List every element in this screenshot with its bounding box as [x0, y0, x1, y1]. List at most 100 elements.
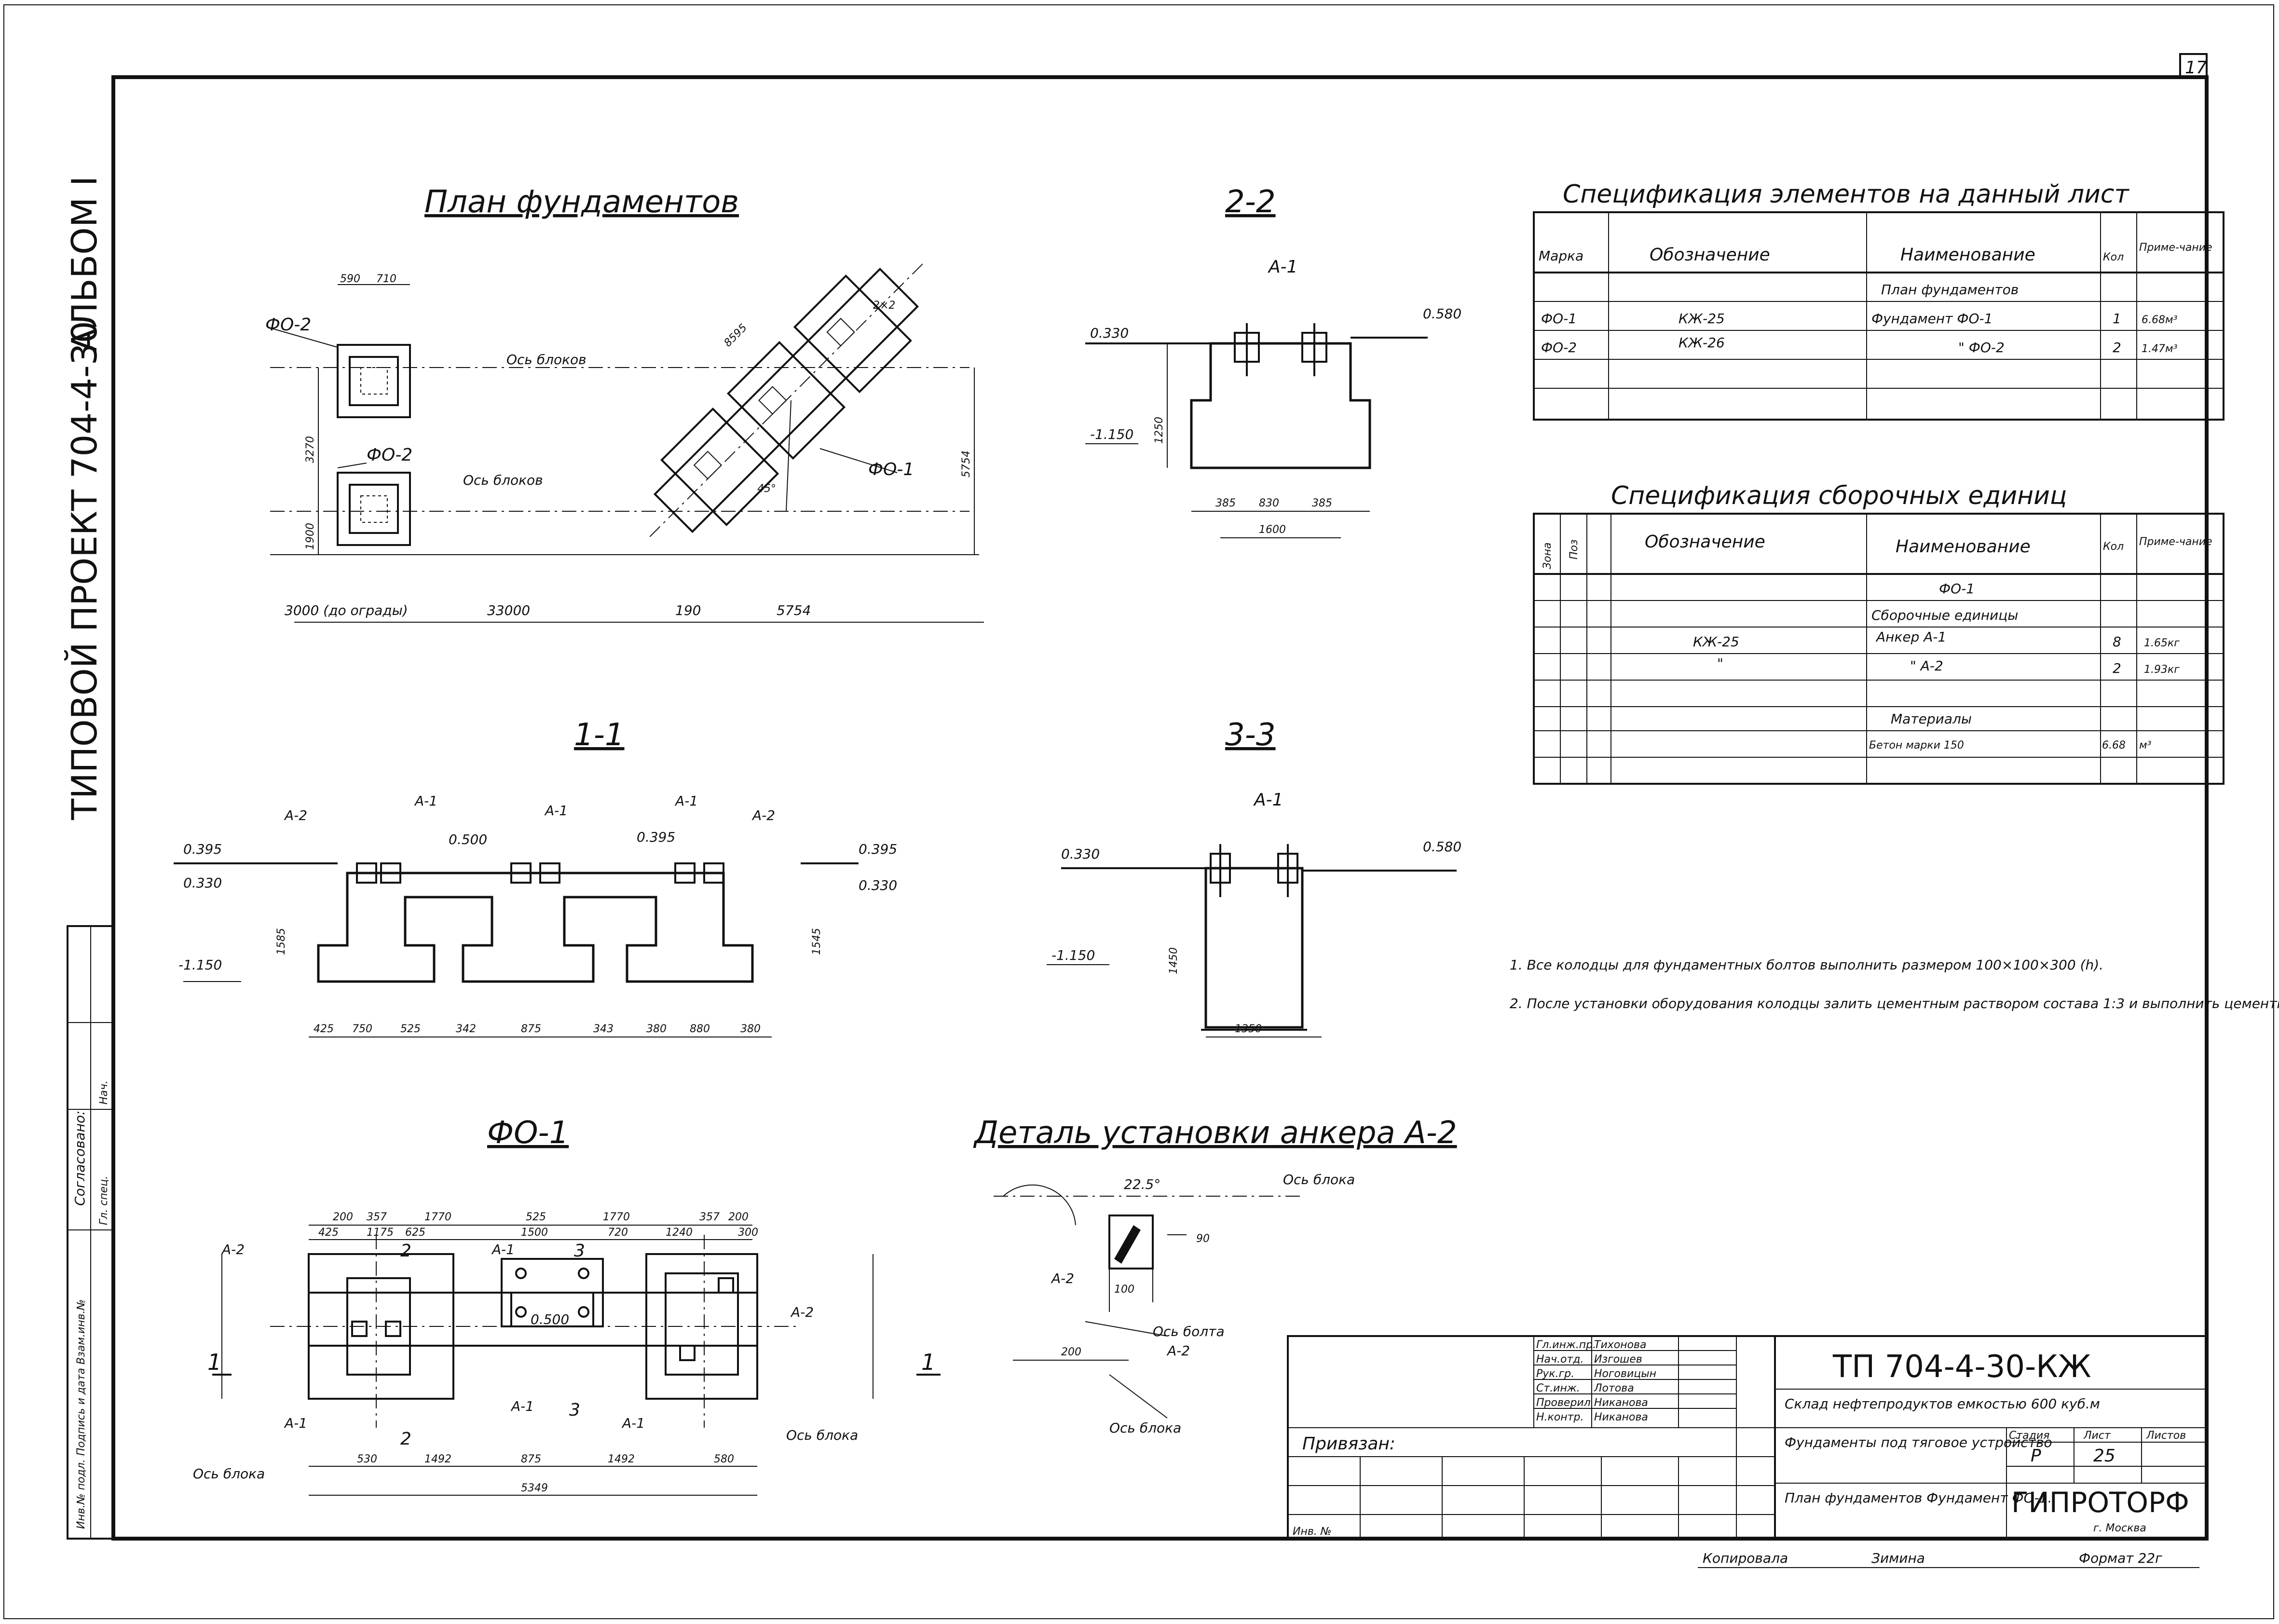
plan-dim-5754: 5754: [777, 602, 811, 618]
s11-dim-5: 875: [521, 1023, 541, 1035]
spec2-h-pos: Поз: [1568, 539, 1580, 560]
tb-person-role-2: Нач.отд.: [1536, 1353, 1584, 1365]
plan-axis-label-2: Ось блоков: [463, 472, 543, 488]
fo1-top-dim-6: 357: [699, 1211, 720, 1223]
detail-angle: 22.5°: [1124, 1176, 1160, 1192]
spec2-r2-designation: КЖ-25: [1693, 634, 1739, 650]
s11-level-0330-right: 0.330: [859, 877, 897, 893]
spec1-h-note: Приме-чание: [2139, 242, 2212, 254]
s11-dim-8: 880: [690, 1023, 710, 1035]
s22-dim-3: 385: [1312, 497, 1332, 509]
fo1-bottom-dim-2: 1492: [424, 1453, 451, 1465]
plan-fo2-bottom-label: ФО-2: [367, 445, 412, 465]
s22-level-left: 0.330: [1090, 325, 1129, 341]
spec2-h-designation: Обозначение: [1645, 532, 1765, 552]
spec2-r3-qty: 2: [2113, 660, 2121, 676]
spec1-r2-note: 1.47м³: [2142, 343, 2178, 355]
plan-dim-5754-vertical: 5754: [960, 450, 972, 478]
fo1-a2-right: А-2: [790, 1304, 814, 1320]
spec1-r1-qty: 1: [2113, 311, 2121, 327]
s33-dim-total: 1350: [1235, 1023, 1262, 1035]
plan-foundations: [270, 263, 984, 623]
spec1-r2-qty: 2: [2113, 340, 2121, 355]
plan-dim-190: 190: [675, 602, 701, 618]
section-1-1: [174, 862, 859, 1037]
s11-height-1: 1585: [275, 928, 287, 955]
side-title-project: ПРОЕКТ 704-4-30: [64, 321, 105, 632]
spec2-r1-name: Сборочные единицы: [1871, 607, 2018, 623]
spec1-r0-name: План фундаментов: [1881, 282, 2019, 298]
s11-level-0395-left: 0.395: [183, 841, 222, 857]
detail-dim-100: 100: [1114, 1283, 1134, 1296]
fo1-top-dim-5: 1770: [603, 1211, 630, 1223]
spec2-r5-name: Материалы: [1891, 711, 1972, 727]
fo1-section-3-top: 3: [574, 1241, 585, 1261]
detail-axis-top: Ось блока: [1283, 1172, 1355, 1187]
s33-anchor-label: А-1: [1253, 790, 1283, 810]
spec1-r1-mark: ФО-1: [1541, 311, 1577, 327]
s11-dim-4: 342: [456, 1023, 476, 1035]
plan-dim-710: 710: [376, 273, 396, 285]
side-title-album: АЛЬБОМ I: [64, 176, 105, 352]
detail-axis-bottom: Ось блока: [1109, 1420, 1181, 1436]
side-stamp: Согласовано: Гл. спец. Нач. Инв.№ подл. …: [67, 925, 114, 1540]
tb-bound: Привязан:: [1302, 1434, 1395, 1454]
s11-a1-a: А-1: [414, 793, 437, 809]
fo1-top-dim-1: 200: [333, 1211, 353, 1223]
fo1-section-1-right: 1: [921, 1349, 935, 1375]
detail-a2: А-2: [1051, 1270, 1074, 1286]
spec1-r1-name: Фундамент ФО-1: [1871, 311, 1992, 327]
s11-level-0330-left: 0.330: [183, 875, 222, 891]
sheet-border-outer: [3, 4, 2274, 1619]
detail-bolt-axis-anchor: А-2: [1166, 1343, 1190, 1359]
side-stamp-inv: Инв.№ подл. Подпись и дата Взам.инв.№: [75, 1299, 87, 1529]
tb-part: Фундаменты под тяговое устройство: [1785, 1434, 2052, 1450]
spec2-r3-note: 1.93кг: [2144, 664, 2180, 676]
spec2-h-qty: Кол: [2103, 541, 2124, 553]
s11-dim-6: 343: [593, 1023, 614, 1035]
title-detail: Деталь установки анкера А-2: [973, 1115, 1457, 1151]
s11-a1-b: А-1: [544, 803, 568, 819]
spec1-h-mark: Марка: [1539, 248, 1583, 264]
fo1-a1-top: А-1: [491, 1242, 515, 1257]
corner-sheet-number: 17: [2185, 58, 2207, 78]
title-section-3-3: 3-3: [1225, 717, 1276, 753]
plan-dim-1900: 1900: [304, 523, 316, 550]
fo1-top2-dim-6: 1240: [666, 1227, 693, 1239]
tb-sheet-header: Лист: [2083, 1430, 2111, 1442]
spec2-r3-name: " А-2: [1910, 658, 1943, 674]
s22-dim-1: 385: [1215, 497, 1236, 509]
side-title-typovoy: ТИПОВОЙ: [64, 642, 105, 820]
spec2-title: Спецификация сборочных единиц: [1611, 481, 2067, 510]
detail-bolt-axis: Ось болта: [1153, 1324, 1225, 1339]
s22-anchor-label: А-1: [1268, 257, 1298, 277]
tb-person-role-1: Гл.инж.пр.: [1536, 1339, 1596, 1351]
fo1-top2-dim-2: 1175: [367, 1227, 394, 1239]
tb-stage-header: Стадия: [2009, 1430, 2049, 1442]
tb-org: ГИПРОТОРФ: [2011, 1486, 2189, 1519]
tb-sheet: 25: [2093, 1446, 2115, 1466]
s22-height: 1250: [1153, 417, 1165, 444]
spec1-h-designation: Обозначение: [1650, 245, 1770, 265]
plan-fo2-top-label: ФО-2: [265, 315, 311, 335]
s11-dim-1: 425: [314, 1023, 334, 1035]
fo1-bottom-dim-5: 580: [714, 1453, 734, 1465]
tb-stage: Р: [2031, 1446, 2041, 1466]
s22-dim-total: 1600: [1259, 524, 1286, 536]
s11-level-0395-right: 0.395: [859, 841, 897, 857]
s11-dim-7: 380: [646, 1023, 667, 1035]
fo1-top2-dim-4: 1500: [521, 1227, 548, 1239]
s22-dim-2: 830: [1259, 497, 1279, 509]
fo1-bottom-total: 5349: [521, 1482, 548, 1494]
spec1-h-qty: Кол: [2103, 251, 2124, 263]
section-2-2: [1085, 323, 1428, 538]
spec2-r2-note: 1.65кг: [2144, 637, 2180, 649]
sheet-frame: [111, 75, 2209, 1541]
spec2-r6-qty: 6.68: [2102, 739, 2126, 751]
s11-dim-2: 750: [352, 1023, 372, 1035]
fo1-a2-left: А-2: [221, 1242, 245, 1257]
tb-code: ТП 704-4-30-КЖ: [1832, 1349, 2091, 1385]
s33-level-left: 0.330: [1061, 846, 1100, 862]
fo1-plan: [212, 1225, 941, 1496]
plan-dim-33000: 33000: [487, 602, 530, 618]
